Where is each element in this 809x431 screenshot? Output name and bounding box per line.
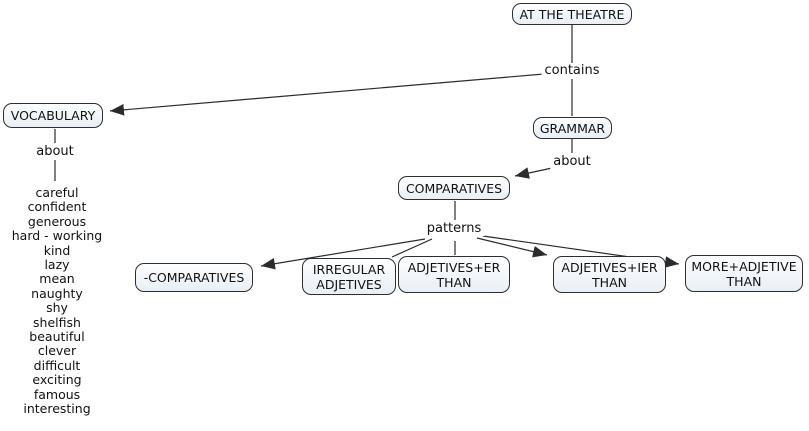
vocabulary-word: clever — [37, 343, 77, 359]
connector-about-comparatives-arrow — [514, 167, 553, 179]
node-adjetives-er-than[interactable]: ADJETIVES+ER THAN — [398, 256, 510, 293]
node-vocabulary[interactable]: VOCABULARY — [3, 103, 103, 128]
vocabulary-word: interesting — [23, 401, 91, 417]
vocabulary-word: generous — [27, 213, 87, 229]
vocabulary-word-list[interactable]: careful confident generous hard - workin… — [0, 185, 114, 417]
connector-patterns-adjetives-ier-arrow — [476, 237, 548, 258]
link-label-contains[interactable]: contains — [541, 64, 603, 78]
node-grammar[interactable]: GRAMMAR — [533, 117, 612, 139]
connector-patterns-minus-comparatives-arrow — [260, 238, 426, 270]
vocabulary-word: kind — [43, 242, 71, 258]
vocabulary-word: lazy — [44, 257, 70, 273]
vocabulary-word: exciting — [32, 372, 82, 388]
vocabulary-word: hard - working — [11, 228, 103, 244]
link-label-about-vocabulary[interactable]: about — [33, 145, 77, 159]
vocabulary-word: shelfish — [33, 314, 81, 330]
node-adjetives-ier-than[interactable]: ADJETIVES+IER THAN — [553, 256, 666, 293]
link-label-patterns[interactable]: patterns — [423, 222, 485, 236]
node-more-adjetive-than[interactable]: MORE+ADJETIVE THAN — [685, 255, 803, 292]
vocabulary-word: mean — [39, 271, 75, 287]
link-label-about-grammar[interactable]: about — [550, 155, 594, 169]
vocabulary-word: careful — [35, 185, 79, 200]
vocabulary-word: beautiful — [29, 329, 85, 345]
connector-patterns-irregular — [391, 238, 433, 258]
connector-contains-vocabulary-arrow — [109, 73, 545, 116]
node-at-the-theatre[interactable]: AT THE THEATRE — [512, 3, 632, 25]
node-minus-comparatives[interactable]: -COMPARATIVES — [135, 263, 253, 292]
vocabulary-word: confident — [27, 199, 87, 215]
vocabulary-word: naughty — [31, 285, 83, 301]
vocabulary-word: shy — [46, 300, 68, 316]
vocabulary-word: difficult — [33, 357, 81, 373]
vocabulary-word: famous — [33, 386, 81, 402]
node-comparatives[interactable]: COMPARATIVES — [398, 176, 510, 200]
node-irregular-adjetives[interactable]: IRREGULAR ADJETIVES — [302, 258, 396, 295]
